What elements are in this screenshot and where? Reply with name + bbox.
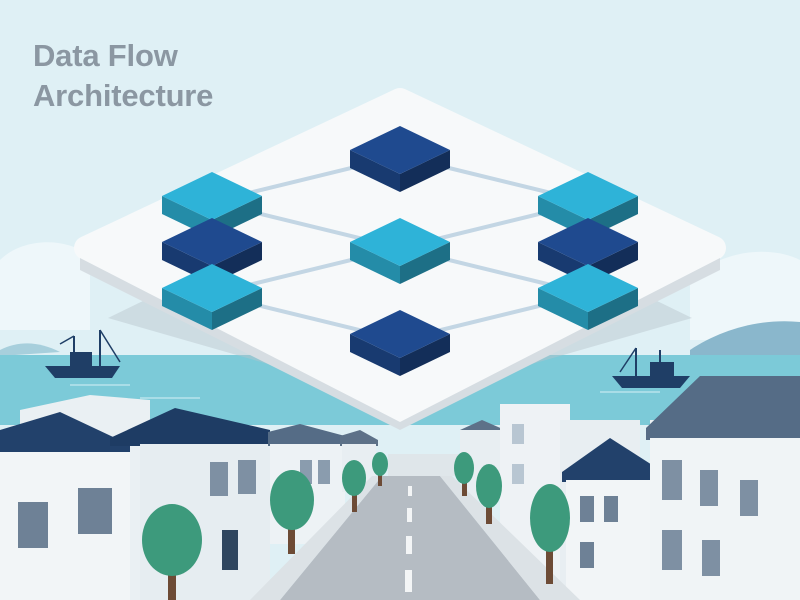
lane-markings — [405, 486, 412, 592]
node-face — [350, 150, 400, 192]
window — [78, 488, 112, 534]
building-roof — [340, 430, 378, 446]
node-face — [400, 334, 450, 376]
window — [580, 496, 594, 522]
diagram-title: Data Flow Architecture — [33, 36, 213, 116]
node-face — [588, 288, 638, 330]
building-roof — [0, 412, 130, 455]
window — [210, 462, 228, 496]
node-face — [350, 126, 450, 174]
distant-wall — [388, 454, 458, 476]
boat-left — [45, 329, 121, 378]
window — [512, 424, 524, 444]
window — [700, 470, 718, 506]
window — [18, 502, 48, 548]
window — [318, 460, 330, 484]
tree — [530, 484, 570, 584]
node-face — [400, 150, 450, 192]
building-roof — [268, 424, 345, 446]
node-face — [350, 334, 400, 376]
node-face — [162, 218, 262, 266]
node-face — [350, 218, 450, 266]
title-line-2: Architecture — [33, 78, 214, 113]
core-node — [350, 126, 450, 192]
boat-right — [612, 347, 690, 388]
window — [702, 540, 720, 576]
tree — [342, 460, 366, 512]
title-line-1: Data Flow — [33, 38, 178, 73]
window — [662, 530, 682, 570]
node-face — [538, 172, 638, 220]
door — [222, 530, 238, 570]
node-face — [350, 310, 450, 358]
tree — [142, 504, 202, 600]
sidewalk-left — [250, 476, 382, 600]
trees — [142, 452, 570, 600]
building-roof — [460, 420, 505, 430]
hill-left — [0, 343, 60, 356]
building-roof — [562, 438, 660, 482]
window — [604, 496, 618, 522]
cloud-right — [690, 251, 800, 340]
node-face — [162, 264, 262, 312]
node-face — [538, 218, 638, 266]
window — [238, 460, 256, 494]
buildings-right — [460, 376, 800, 600]
node-face — [400, 242, 450, 284]
node-face — [162, 288, 212, 330]
tree — [476, 464, 502, 524]
window — [512, 464, 524, 484]
service-node — [162, 264, 262, 330]
core-node — [350, 310, 450, 376]
node-face — [538, 288, 588, 330]
window — [740, 480, 758, 516]
sidewalk-right — [440, 476, 580, 600]
tree — [454, 452, 474, 496]
node-face — [212, 288, 262, 330]
tree — [270, 470, 314, 554]
road — [250, 454, 580, 600]
window — [580, 542, 594, 568]
node-face — [162, 172, 262, 220]
cloud-left — [0, 242, 90, 330]
tree — [372, 452, 388, 486]
window — [662, 460, 682, 500]
service-node — [350, 218, 450, 284]
building-roof — [646, 376, 800, 440]
service-node — [538, 264, 638, 330]
nodes — [162, 126, 638, 376]
node-face — [538, 264, 638, 312]
building-roof — [110, 408, 270, 446]
node-face — [350, 242, 400, 284]
